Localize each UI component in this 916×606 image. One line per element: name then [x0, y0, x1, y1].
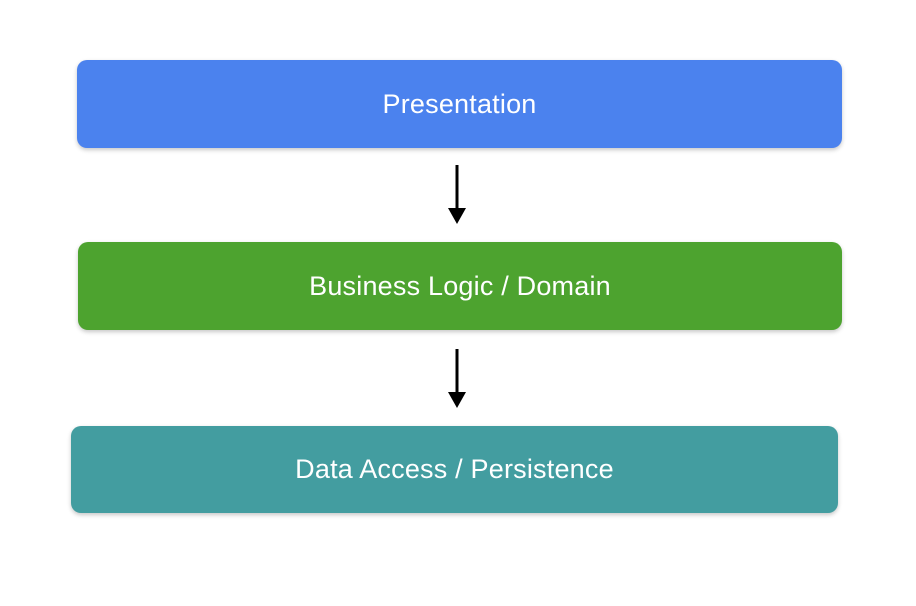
layer-label-data-access: Data Access / Persistence — [295, 454, 614, 484]
layer-label-business-logic: Business Logic / Domain — [309, 270, 611, 301]
layer-node-business-logic: Business Logic / Domain — [78, 242, 842, 330]
layer-node-data-access: Data Access / Persistence — [71, 426, 838, 513]
layer-label-presentation: Presentation — [382, 88, 537, 119]
down-arrow-icon — [448, 165, 466, 224]
down-arrow-icon — [448, 349, 466, 408]
layer-node-presentation: Presentation — [77, 60, 842, 148]
